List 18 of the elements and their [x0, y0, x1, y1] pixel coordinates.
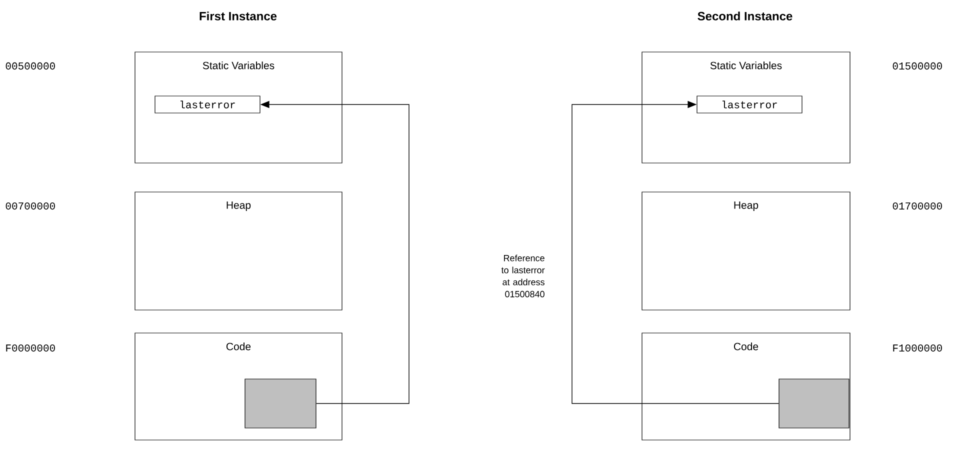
address-label: F1000000: [893, 344, 942, 352]
memory-region-box: Heap: [642, 192, 850, 310]
column-title: Second Instance: [698, 12, 792, 20]
code-block: [778, 378, 850, 428]
arrow: [572, 100, 780, 404]
edge-label: Reference to lasterror at address 01500840: [501, 254, 545, 298]
memory-region-box: Code: [134, 332, 342, 440]
variable-box: lasterror: [154, 96, 260, 114]
memory-region-box: Code: [642, 332, 850, 440]
column-title: First Instance: [200, 12, 277, 20]
memory-region-box: Heap: [134, 192, 342, 310]
code-block: [244, 378, 316, 428]
variable-box: lasterror: [696, 96, 802, 114]
address-label: 00700000: [6, 202, 55, 210]
address-label: 01700000: [892, 202, 942, 210]
address-label: 00500000: [6, 62, 55, 70]
address-label: F0000000: [6, 344, 55, 352]
address-label: 01500000: [892, 62, 942, 70]
